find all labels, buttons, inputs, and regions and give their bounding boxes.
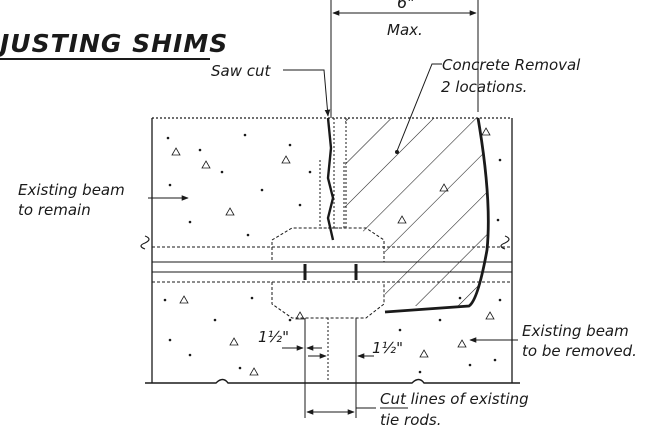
dim-left-label: 1½" — [258, 328, 289, 346]
saw-cut-leader — [283, 69, 331, 117]
saw-cut-line — [326, 117, 335, 241]
removal-boundary-curve — [384, 117, 490, 314]
dim-top-qualifier: Max. — [387, 21, 423, 39]
beam-bottom-edge — [145, 378, 520, 384]
cut-label-line2: tie rods. — [380, 411, 442, 429]
shim-lower — [271, 282, 385, 319]
cut-label-line1: Cut lines of existing — [380, 390, 529, 408]
removed-label-line1: Existing beam — [522, 322, 629, 340]
removal-label-line2: 2 locations. — [441, 78, 527, 96]
break-mark-left — [140, 235, 150, 250]
removal-label-line1: Concrete Removal — [442, 56, 581, 74]
break-mark-right — [500, 235, 510, 250]
shim-upper — [271, 227, 385, 263]
remain-label-line1: Existing beam — [18, 181, 125, 199]
concrete-stipple — [163, 127, 502, 376]
removal-leader-dot — [395, 150, 399, 154]
removal-leader — [396, 63, 442, 152]
title: JUSTING SHIMS — [0, 29, 228, 58]
cut-boundaries — [319, 118, 347, 230]
remain-label-line2: to remain — [18, 201, 91, 219]
removed-label-line2: to be removed. — [522, 342, 637, 360]
saw-cut-label: Saw cut — [211, 62, 272, 80]
concrete-removal-area — [333, 118, 489, 306]
dim-right-label: 1½" — [372, 339, 403, 357]
dim-top-value: 6" — [397, 0, 415, 12]
